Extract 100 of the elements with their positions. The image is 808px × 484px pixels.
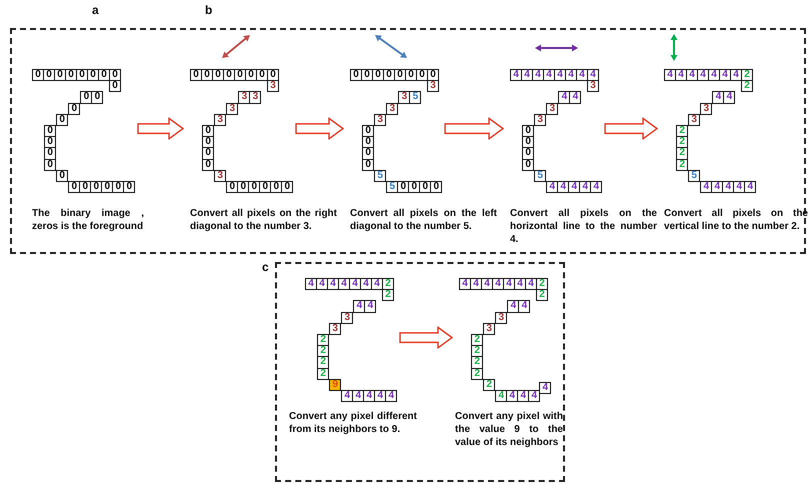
pixel-cell: 3	[495, 312, 508, 324]
pixel-cell: 3	[267, 80, 279, 92]
pixel-cell: 0	[270, 181, 282, 194]
pixel-cell: 4	[360, 278, 372, 290]
pixel-cell: 4	[364, 300, 376, 313]
pixel-cell: 0	[419, 181, 432, 194]
pixel-cell: 9	[329, 378, 342, 391]
pixel-cell: 4	[587, 69, 599, 82]
caption-text: The binary image , zeros is the foreground	[32, 207, 144, 233]
pixel-cell: 0	[101, 181, 114, 194]
pixel-cell: 4	[543, 69, 555, 82]
pixel-cell: 4	[697, 69, 709, 82]
pixel-cell: 4	[539, 382, 552, 394]
caption-text: Convert any pixel different from its neighbors to 9.	[289, 410, 417, 436]
pixel-cell: 0	[91, 91, 104, 104]
pixel-cell: 0	[56, 114, 68, 126]
pixel-cell: 3	[374, 114, 386, 126]
pixel-cell: 0	[362, 136, 374, 148]
pixel-cell: 3	[483, 322, 496, 335]
pixel-cell: 0	[408, 181, 420, 194]
pixel-cell: 0	[68, 181, 80, 194]
dashed-frame	[10, 28, 806, 254]
pixel-grid	[664, 69, 756, 194]
pixel-cell: 2	[471, 345, 484, 358]
pixel-cell: 5	[374, 170, 386, 182]
pixel-cell: 4	[675, 69, 687, 82]
pixel-cell: 0	[44, 125, 56, 138]
pixel-cell: 3	[386, 102, 398, 115]
caption-text: Convert all pixels on the left diagonal to the number 5.	[350, 207, 497, 233]
pixel-cell: 0	[44, 158, 56, 171]
pixel-cell: 4	[532, 69, 544, 82]
pixel-cell: 3	[329, 322, 342, 335]
pixel-cell: 2	[317, 334, 330, 346]
pixel-cell: 4	[470, 278, 482, 290]
pixel-cell: 4	[327, 278, 339, 290]
pixel-cell: 5	[688, 170, 700, 182]
pixel-cell: 4	[518, 300, 530, 313]
panel-letter: c	[262, 260, 269, 274]
pixel-cell: 3	[700, 102, 712, 115]
pixel-cell: 0	[427, 69, 439, 82]
pixel-cell: 0	[223, 69, 235, 82]
pixel-cell: 3	[238, 91, 250, 104]
pixel-cell: 3	[226, 102, 238, 115]
caption-text: Convert any pixel with the value 9 to the value of its neighbors	[455, 410, 563, 449]
pixel-cell: 4	[568, 181, 580, 194]
pixel-grid	[190, 69, 294, 194]
pixel-cell: 4	[341, 390, 354, 402]
pixel-cell: 4	[525, 278, 537, 290]
pixel-cell: 0	[212, 69, 224, 82]
pixel-cell: 4	[723, 91, 736, 104]
pixel-cell: 3	[214, 170, 226, 182]
pixel-cell: 3	[688, 114, 700, 126]
pixel-cell: 4	[521, 69, 533, 82]
pixel-grid	[510, 69, 602, 194]
pixel-cell: 4	[579, 181, 592, 194]
pixel-cell: 4	[722, 181, 734, 194]
pixel-cell: 4	[686, 69, 698, 82]
pixel-cell: 4	[510, 69, 522, 82]
pixel-cell: 2	[536, 289, 548, 302]
pixel-cell: 0	[44, 147, 56, 160]
pixel-cell: 2	[317, 345, 330, 358]
pixel-cell: 0	[80, 91, 92, 104]
pixel-cell: 4	[733, 181, 746, 194]
pixel-cell: 4	[730, 69, 742, 82]
pixel-cell: 4	[353, 300, 366, 313]
pixel-cell: 4	[506, 390, 518, 402]
pixel-cell: 4	[719, 69, 731, 82]
pixel-cell: 0	[256, 69, 268, 82]
pixel-cell: 2	[676, 158, 688, 171]
pixel-cell: 0	[226, 181, 238, 194]
pixel-cell: 2	[471, 334, 484, 346]
pixel-cell: 2	[317, 368, 330, 380]
pixel-cell: 0	[43, 69, 55, 82]
block-arrow	[444, 118, 504, 140]
pixel-cell: 4	[712, 91, 724, 104]
pixel-cell: 0	[109, 69, 121, 82]
pixel-cell: 0	[54, 69, 66, 82]
pixel-cell: 4	[700, 181, 712, 194]
pixel-cell: 2	[382, 278, 394, 290]
pixel-cell: 0	[44, 136, 56, 148]
pixel-cell: 0	[372, 69, 384, 82]
pixel-cell: 0	[202, 147, 214, 160]
pixel-cell: 2	[741, 69, 753, 82]
pixel-cell: 0	[245, 69, 257, 82]
pixel-cell: 0	[109, 80, 121, 92]
pixel-cell: 4	[590, 181, 602, 194]
caption-text: Convert all pixels on the vertical line to the number 2.	[664, 207, 808, 233]
pixel-grid	[305, 278, 398, 402]
pixel-cell: 4	[481, 278, 493, 290]
pixel-cell: 0	[394, 69, 406, 82]
panel-letter: a	[92, 3, 99, 17]
pixel-cell: 0	[362, 147, 374, 160]
pixel-cell: 0	[397, 181, 410, 194]
pixel-cell: 0	[190, 69, 202, 82]
pixel-cell: 0	[267, 69, 279, 82]
pixel-cell: 2	[676, 125, 688, 138]
pixel-cell: 4	[708, 69, 720, 82]
pixel-cell: 0	[522, 147, 534, 160]
pixel-cell: 3	[398, 91, 410, 104]
pixel-cell: 5	[409, 91, 422, 104]
